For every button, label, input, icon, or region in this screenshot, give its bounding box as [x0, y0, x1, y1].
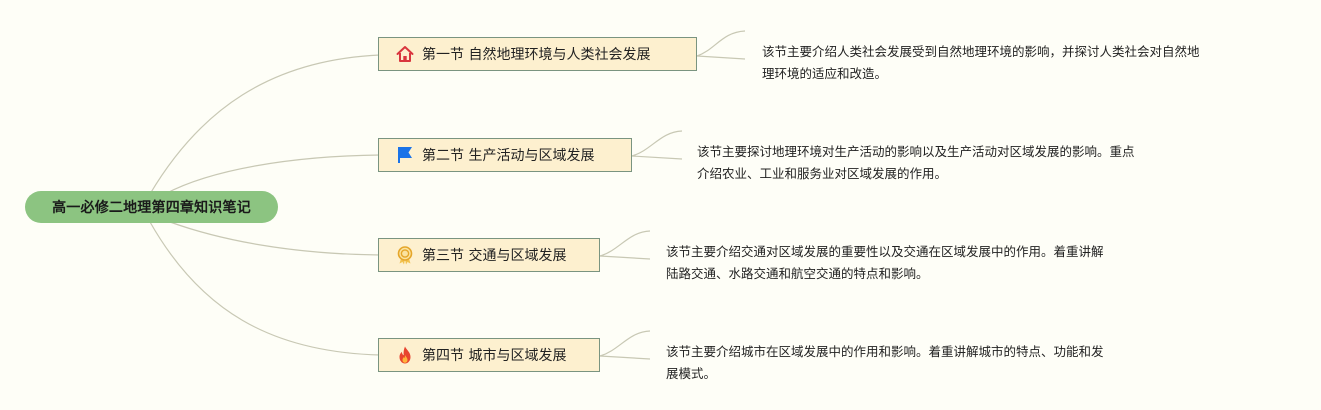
topic-node-1[interactable]: 第一节 自然地理环境与人类社会发展	[378, 37, 697, 71]
topic-label-3: 第三节 交通与区域发展	[422, 248, 567, 264]
fire-icon	[395, 345, 415, 365]
connector-root-topic-4	[149, 221, 381, 356]
topic-label-2: 第二节 生产活动与区域发展	[422, 148, 595, 164]
topic-node-4[interactable]: 第四节 城市与区域发展	[378, 338, 600, 372]
connector-topic-1-note	[696, 30, 746, 57]
topic-node-2[interactable]: 第二节 生产活动与区域发展	[378, 138, 632, 172]
root-node[interactable]: 高一必修二地理第四章知识笔记	[25, 191, 278, 223]
connector-topic-4-note	[599, 330, 651, 357]
medal-icon	[395, 245, 415, 265]
connector-root-topic-2	[164, 154, 381, 195]
root-node-label: 高一必修二地理第四章知识笔记	[52, 200, 251, 216]
home-icon	[395, 44, 415, 64]
topic-note-3: 该节主要介绍交通对区域发展的重要性以及交通在区域发展中的作用。着重讲解 陆路交通…	[666, 241, 1186, 285]
topic-note-4-line-1: 该节主要介绍城市在区域发展中的作用和影响。着重讲解城市的特点、功能和发	[666, 344, 1104, 359]
topic-note-1: 该节主要介绍人类社会发展受到自然地理环境的影响，并探讨人类社会对自然地 理环境的…	[762, 41, 1282, 85]
topic-note-3-line-1: 该节主要介绍交通对区域发展的重要性以及交通在区域发展中的作用。着重讲解	[666, 244, 1104, 259]
topic-node-3[interactable]: 第三节 交通与区域发展	[378, 238, 600, 272]
flag-icon	[395, 145, 415, 165]
connector-root-topic-1	[149, 54, 381, 195]
topic-note-1-line-1: 该节主要介绍人类社会发展受到自然地理环境的影响，并探讨人类社会对自然地	[762, 44, 1200, 59]
connector-topic-2-note	[631, 130, 683, 157]
connector-topic-3-note	[599, 230, 651, 257]
topic-note-2-line-2: 介绍农业、工业和服务业对区域发展的作用。	[697, 166, 948, 181]
topic-label-4: 第四节 城市与区域发展	[422, 348, 567, 364]
topic-note-4: 该节主要介绍城市在区域发展中的作用和影响。着重讲解城市的特点、功能和发 展模式。	[666, 341, 1186, 385]
connector-root-topic-3	[169, 221, 381, 256]
topic-note-3-line-2: 陆路交通、水路交通和航空交通的特点和影响。	[666, 266, 929, 281]
topic-note-2-line-1: 该节主要探讨地理环境对生产活动的影响以及生产活动对区域发展的影响。重点	[697, 144, 1135, 159]
topic-label-1: 第一节 自然地理环境与人类社会发展	[422, 47, 651, 63]
topic-note-1-line-2: 理环境的适应和改造。	[762, 66, 888, 81]
topic-note-2: 该节主要探讨地理环境对生产活动的影响以及生产活动对区域发展的影响。重点 介绍农业…	[697, 141, 1217, 185]
topic-note-4-line-2: 展模式。	[666, 366, 717, 381]
